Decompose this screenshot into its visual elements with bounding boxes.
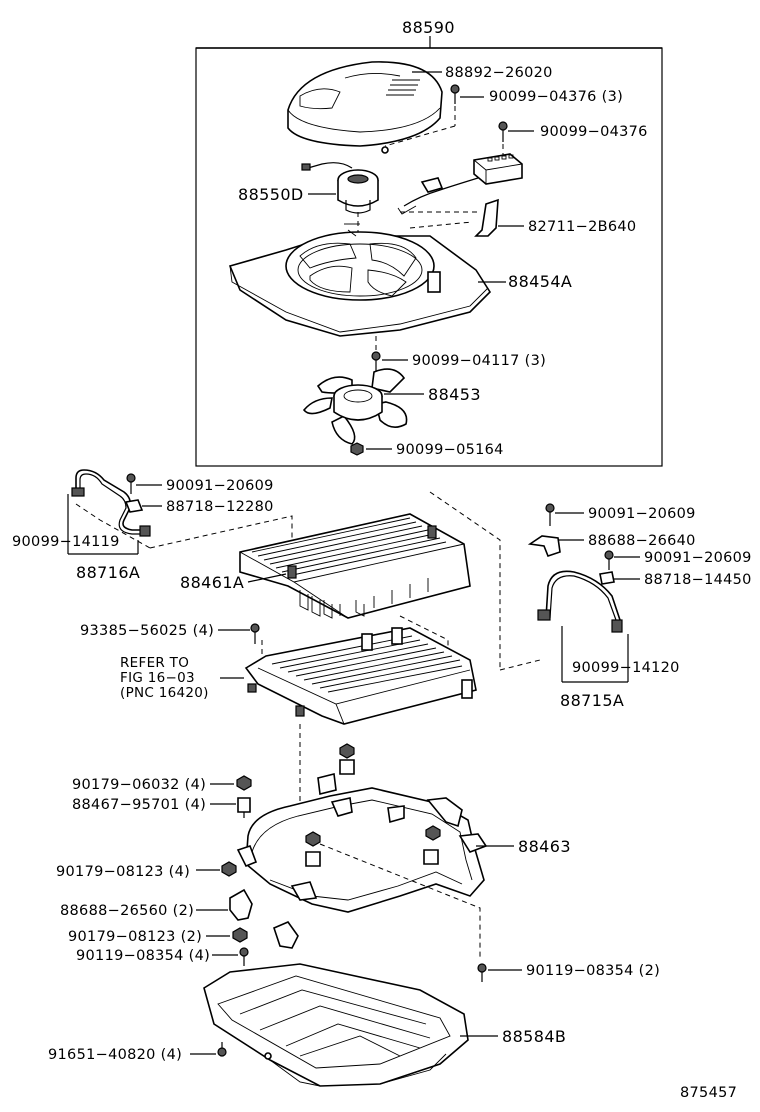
label-88688-26640: 88688−26640: [588, 533, 696, 549]
label-88716a: 88716A: [76, 563, 140, 582]
label-88688-26560-2: 88688−26560 (2): [60, 903, 194, 919]
leader-88461a: [247, 573, 287, 583]
condenser-core: [244, 627, 477, 725]
frame-88463: [236, 773, 488, 913]
pipe-88715a: [537, 570, 623, 633]
nut-90179-08123-2-icon: [232, 927, 248, 943]
under-cover-88584b: [203, 963, 469, 1087]
label-90099-14120: 90099−14120: [572, 660, 680, 676]
bolt-90119-08354-2-icon: [477, 963, 487, 982]
cushion-88467-95701-icon: [237, 759, 441, 867]
bolt-90119-08354-4-icon: [239, 947, 249, 966]
label-88715a: 88715A: [560, 691, 624, 710]
label-90091-20609-right-top: 90091−20609: [588, 506, 696, 522]
bolt-93385-56025-icon: [250, 623, 260, 644]
bracket-88688-26560-icon: [229, 888, 299, 949]
fan-blade-88453: [302, 368, 408, 445]
bolt-90091-20609-right-top-icon: [545, 503, 555, 526]
label-90099-04117-3: 90099−04117 (3): [412, 353, 546, 369]
label-82711-2b640: 82711−2B640: [528, 219, 636, 235]
label-90179-08123-4: 90179−08123 (4): [56, 864, 190, 880]
label-88467-95701-4: 88467−95701 (4): [72, 797, 206, 813]
label-90119-08354-4: 90119−08354 (4): [76, 948, 210, 964]
bolt-91651-40820-icon: [217, 1042, 227, 1057]
label-88718-12280: 88718−12280: [166, 499, 274, 515]
label-88584b: 88584B: [502, 1027, 566, 1046]
label-91651-40820-4: 91651−40820 (4): [48, 1047, 182, 1063]
label-88454a: 88454A: [508, 272, 572, 291]
shroud-cover-88892: [287, 61, 443, 154]
resistor-connector: [397, 153, 523, 215]
label-refer-to: REFER TO: [120, 655, 189, 671]
label-93385-56025-4: 93385−56025 (4): [80, 623, 214, 639]
label-88463: 88463: [518, 837, 571, 856]
label-90099-04376-3: 90099−04376 (3): [489, 89, 623, 105]
fan-motor-88550d: [301, 162, 379, 214]
label-88550d: 88550D: [238, 185, 304, 204]
clamp-88718-12280-icon: [124, 499, 144, 513]
bolt-90099-04376-icon: [498, 121, 508, 142]
condenser-cover-88461a: [239, 513, 471, 619]
pipe-88716a: [71, 469, 151, 537]
label-90099-04376: 90099−04376: [540, 124, 648, 140]
fan-shroud-88454a: [228, 223, 492, 337]
label-88461a: 88461A: [180, 573, 244, 592]
bracket-88715a-lines: [561, 626, 629, 683]
label-fig-16-03: FIG 16−03: [120, 670, 195, 686]
label-90091-20609-right-mid: 90091−20609: [644, 550, 752, 566]
label-90179-08123-2: 90179−08123 (2): [68, 929, 202, 945]
label-88453: 88453: [428, 385, 481, 404]
diagram-number: 875457: [680, 1085, 737, 1101]
nut-90099-05164-icon: [350, 442, 364, 456]
label-90099-05164: 90099−05164: [396, 442, 504, 458]
nut-90179-08123-4-icon: [221, 861, 237, 877]
label-90119-08354-2: 90119−08354 (2): [526, 963, 660, 979]
label-90179-06032-4: 90179−06032 (4): [72, 777, 206, 793]
bolt-90091-20609-left-icon: [126, 473, 136, 494]
bracket-88688-26640-icon: [527, 535, 561, 557]
label-90091-20609-left: 90091−20609: [166, 478, 274, 494]
bolt-90099-04376-3-icon: [450, 84, 460, 104]
label-88718-14450: 88718−14450: [644, 572, 752, 588]
assembly-88590-box: [195, 36, 663, 467]
bolt-90091-20609-right-mid-icon: [604, 550, 614, 570]
bracket-88716a-lines: [67, 494, 139, 555]
nut-90179-06032-icon: [236, 743, 355, 791]
screw-90099-04117-icon: [371, 351, 381, 372]
label-90099-14119: 90099−14119: [12, 534, 120, 550]
label-88892-26020: 88892−26020: [445, 65, 553, 81]
label-pnc-16420: (PNC 16420): [120, 685, 209, 701]
label-88590: 88590: [402, 18, 455, 37]
bracket-82711-2b640: [474, 198, 499, 237]
